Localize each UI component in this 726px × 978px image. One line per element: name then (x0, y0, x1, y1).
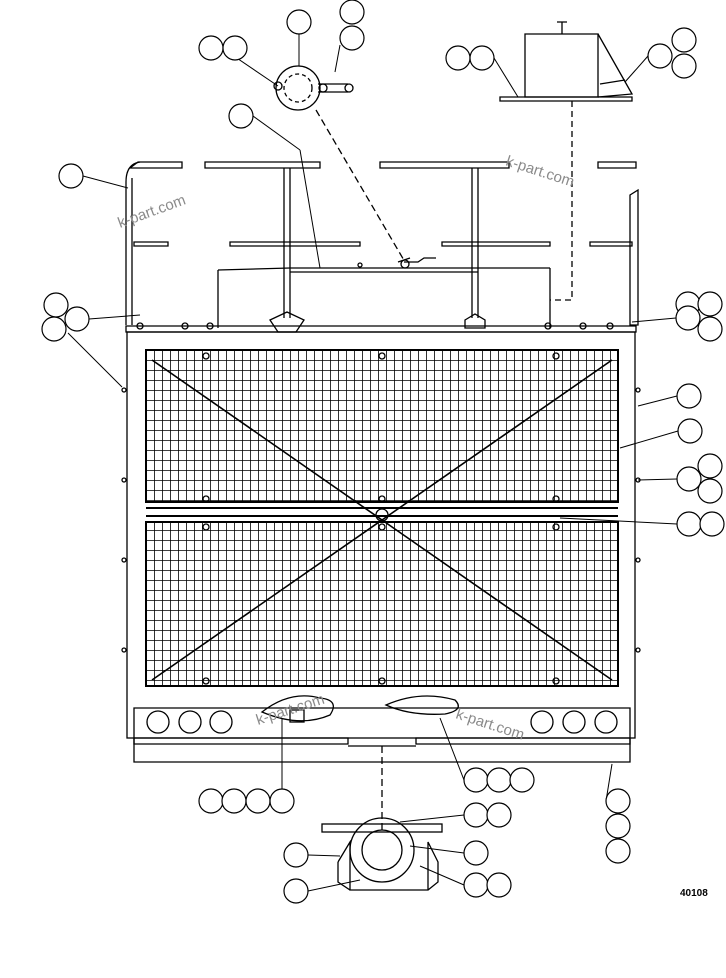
callout-balloon (676, 466, 702, 492)
callout-balloon (486, 872, 512, 898)
leader-lines (67, 34, 679, 892)
leader-line (88, 314, 141, 320)
callout-balloon (445, 45, 471, 71)
callout-balloon (605, 838, 631, 864)
leader-line (439, 717, 465, 781)
callout-balloon (43, 292, 69, 318)
callout-balloon (697, 453, 723, 479)
bottom-tank (133, 695, 631, 763)
top-tank (125, 257, 637, 333)
callout-balloon (58, 163, 84, 189)
callout-balloons (41, 0, 725, 904)
leader-line (493, 57, 519, 98)
callout-balloon (283, 842, 309, 868)
leader-line (299, 149, 321, 269)
leader-line (624, 55, 649, 83)
callout-balloon (675, 305, 701, 331)
leader-line (605, 763, 613, 802)
callout-balloon (222, 35, 248, 61)
leader-line (82, 175, 129, 189)
leader-line (307, 879, 361, 892)
callout-balloon (677, 418, 703, 444)
top-guard (125, 161, 639, 333)
figure-code: 40108 (680, 888, 708, 899)
callout-balloon (228, 103, 254, 129)
callout-balloon (671, 53, 697, 79)
callout-balloon (463, 872, 489, 898)
callout-balloon (697, 291, 723, 317)
callout-balloon (509, 767, 535, 793)
callout-balloon (283, 878, 309, 904)
callout-balloon (463, 840, 489, 866)
leader-line (619, 430, 679, 449)
leader-line (307, 854, 341, 857)
leader-line (631, 317, 677, 323)
watermark: k-part.com (254, 691, 327, 729)
watermark: k-part.com (504, 153, 577, 191)
leader-line (334, 44, 341, 73)
callout-balloon (486, 802, 512, 828)
callout-balloon (605, 788, 631, 814)
callout-balloon (339, 0, 365, 25)
radiator-cap-assembly (273, 65, 354, 111)
callout-balloon (676, 511, 702, 537)
leader-line (67, 332, 123, 388)
callout-balloon (697, 478, 723, 504)
callout-balloon (463, 802, 489, 828)
callout-balloon (486, 767, 512, 793)
leader-line (559, 517, 678, 525)
cap-centerline (315, 109, 406, 263)
radiator-core (121, 331, 641, 739)
callout-balloon (647, 43, 673, 69)
leader-line (637, 395, 678, 407)
callout-balloon (198, 35, 224, 61)
leader-line (399, 814, 465, 823)
callout-balloon (469, 45, 495, 71)
callout-balloon (676, 383, 702, 409)
callout-balloon (245, 788, 271, 814)
callout-balloon (221, 788, 247, 814)
leader-line (409, 845, 465, 854)
overflow-tank (499, 21, 634, 102)
leader-line (252, 115, 301, 151)
leader-line (419, 865, 465, 886)
callout-balloon (463, 767, 489, 793)
callout-balloon (339, 25, 365, 51)
callout-balloon (64, 306, 90, 332)
callout-balloon (671, 27, 697, 53)
callout-balloon (605, 813, 631, 839)
leader-line (637, 478, 678, 481)
callout-balloon (697, 316, 723, 342)
callout-balloon (286, 9, 312, 35)
overflow-hose-line (550, 101, 573, 301)
callout-balloon (198, 788, 224, 814)
callout-balloon (41, 316, 67, 342)
callout-balloon (269, 788, 295, 814)
pivot-mount (321, 817, 443, 891)
callout-balloon (699, 511, 725, 537)
